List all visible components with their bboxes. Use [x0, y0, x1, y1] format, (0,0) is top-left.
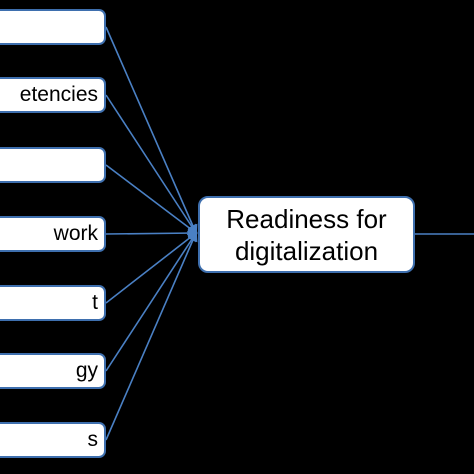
input-box-1 [0, 9, 106, 45]
connector-line-3 [105, 164, 198, 235]
input-box-2: etencies [0, 77, 106, 113]
input-box-4: work [0, 216, 106, 252]
input-box-3 [0, 147, 106, 183]
connector-line-6 [105, 231, 198, 372]
input-box-4-label: work [53, 222, 98, 245]
readiness-box: Readiness for digitalization [198, 196, 415, 273]
connector-line-5 [105, 231, 198, 304]
input-box-6-label: gy [75, 359, 98, 382]
input-box-6: gy [0, 353, 106, 389]
readiness-box-label: Readiness for digitalization [226, 203, 387, 266]
connector-line-1 [105, 26, 198, 235]
connector-line-2 [105, 94, 198, 235]
connector-line-7 [105, 231, 198, 441]
input-box-5: t [0, 285, 106, 321]
input-box-7-label: s [87, 428, 99, 451]
input-box-7: s [0, 422, 106, 458]
connector-line-4 [105, 228, 198, 239]
input-box-5-label: t [92, 291, 98, 314]
input-box-2-label: etencies [19, 83, 98, 106]
